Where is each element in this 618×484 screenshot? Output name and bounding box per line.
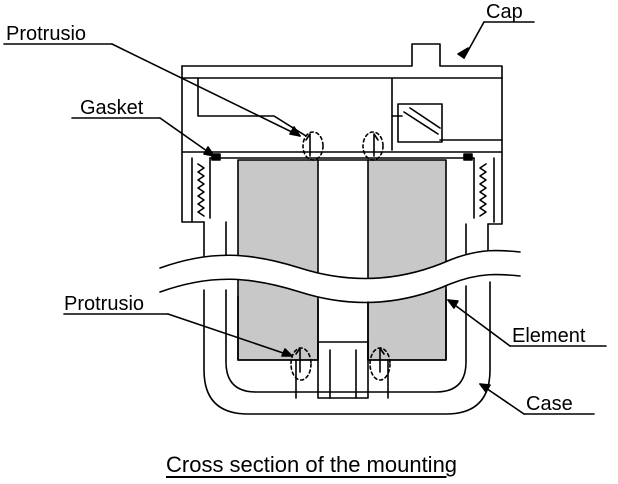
cap-body — [181, 43, 503, 225]
break-line-top — [159, 249, 521, 280]
label-gasket: Gasket — [80, 97, 144, 119]
gasket-left — [211, 153, 221, 161]
label-cap: Cap — [486, 1, 523, 23]
diagram-caption: Cross section of the mounting — [166, 452, 458, 477]
thread-right — [473, 157, 495, 223]
break-line-bottom — [159, 273, 521, 304]
label-protrusion-top: Protrusio — [6, 23, 87, 45]
thread-left — [191, 157, 211, 223]
element-right — [367, 159, 447, 361]
label-case: Case — [526, 393, 573, 415]
leader-lines — [3, 21, 607, 415]
label-protrusion-bottom: Protrusio — [64, 293, 145, 315]
valve-box — [397, 103, 443, 143]
gasket-right — [463, 153, 473, 161]
centre-post — [295, 341, 389, 399]
label-element: Element — [512, 325, 586, 347]
